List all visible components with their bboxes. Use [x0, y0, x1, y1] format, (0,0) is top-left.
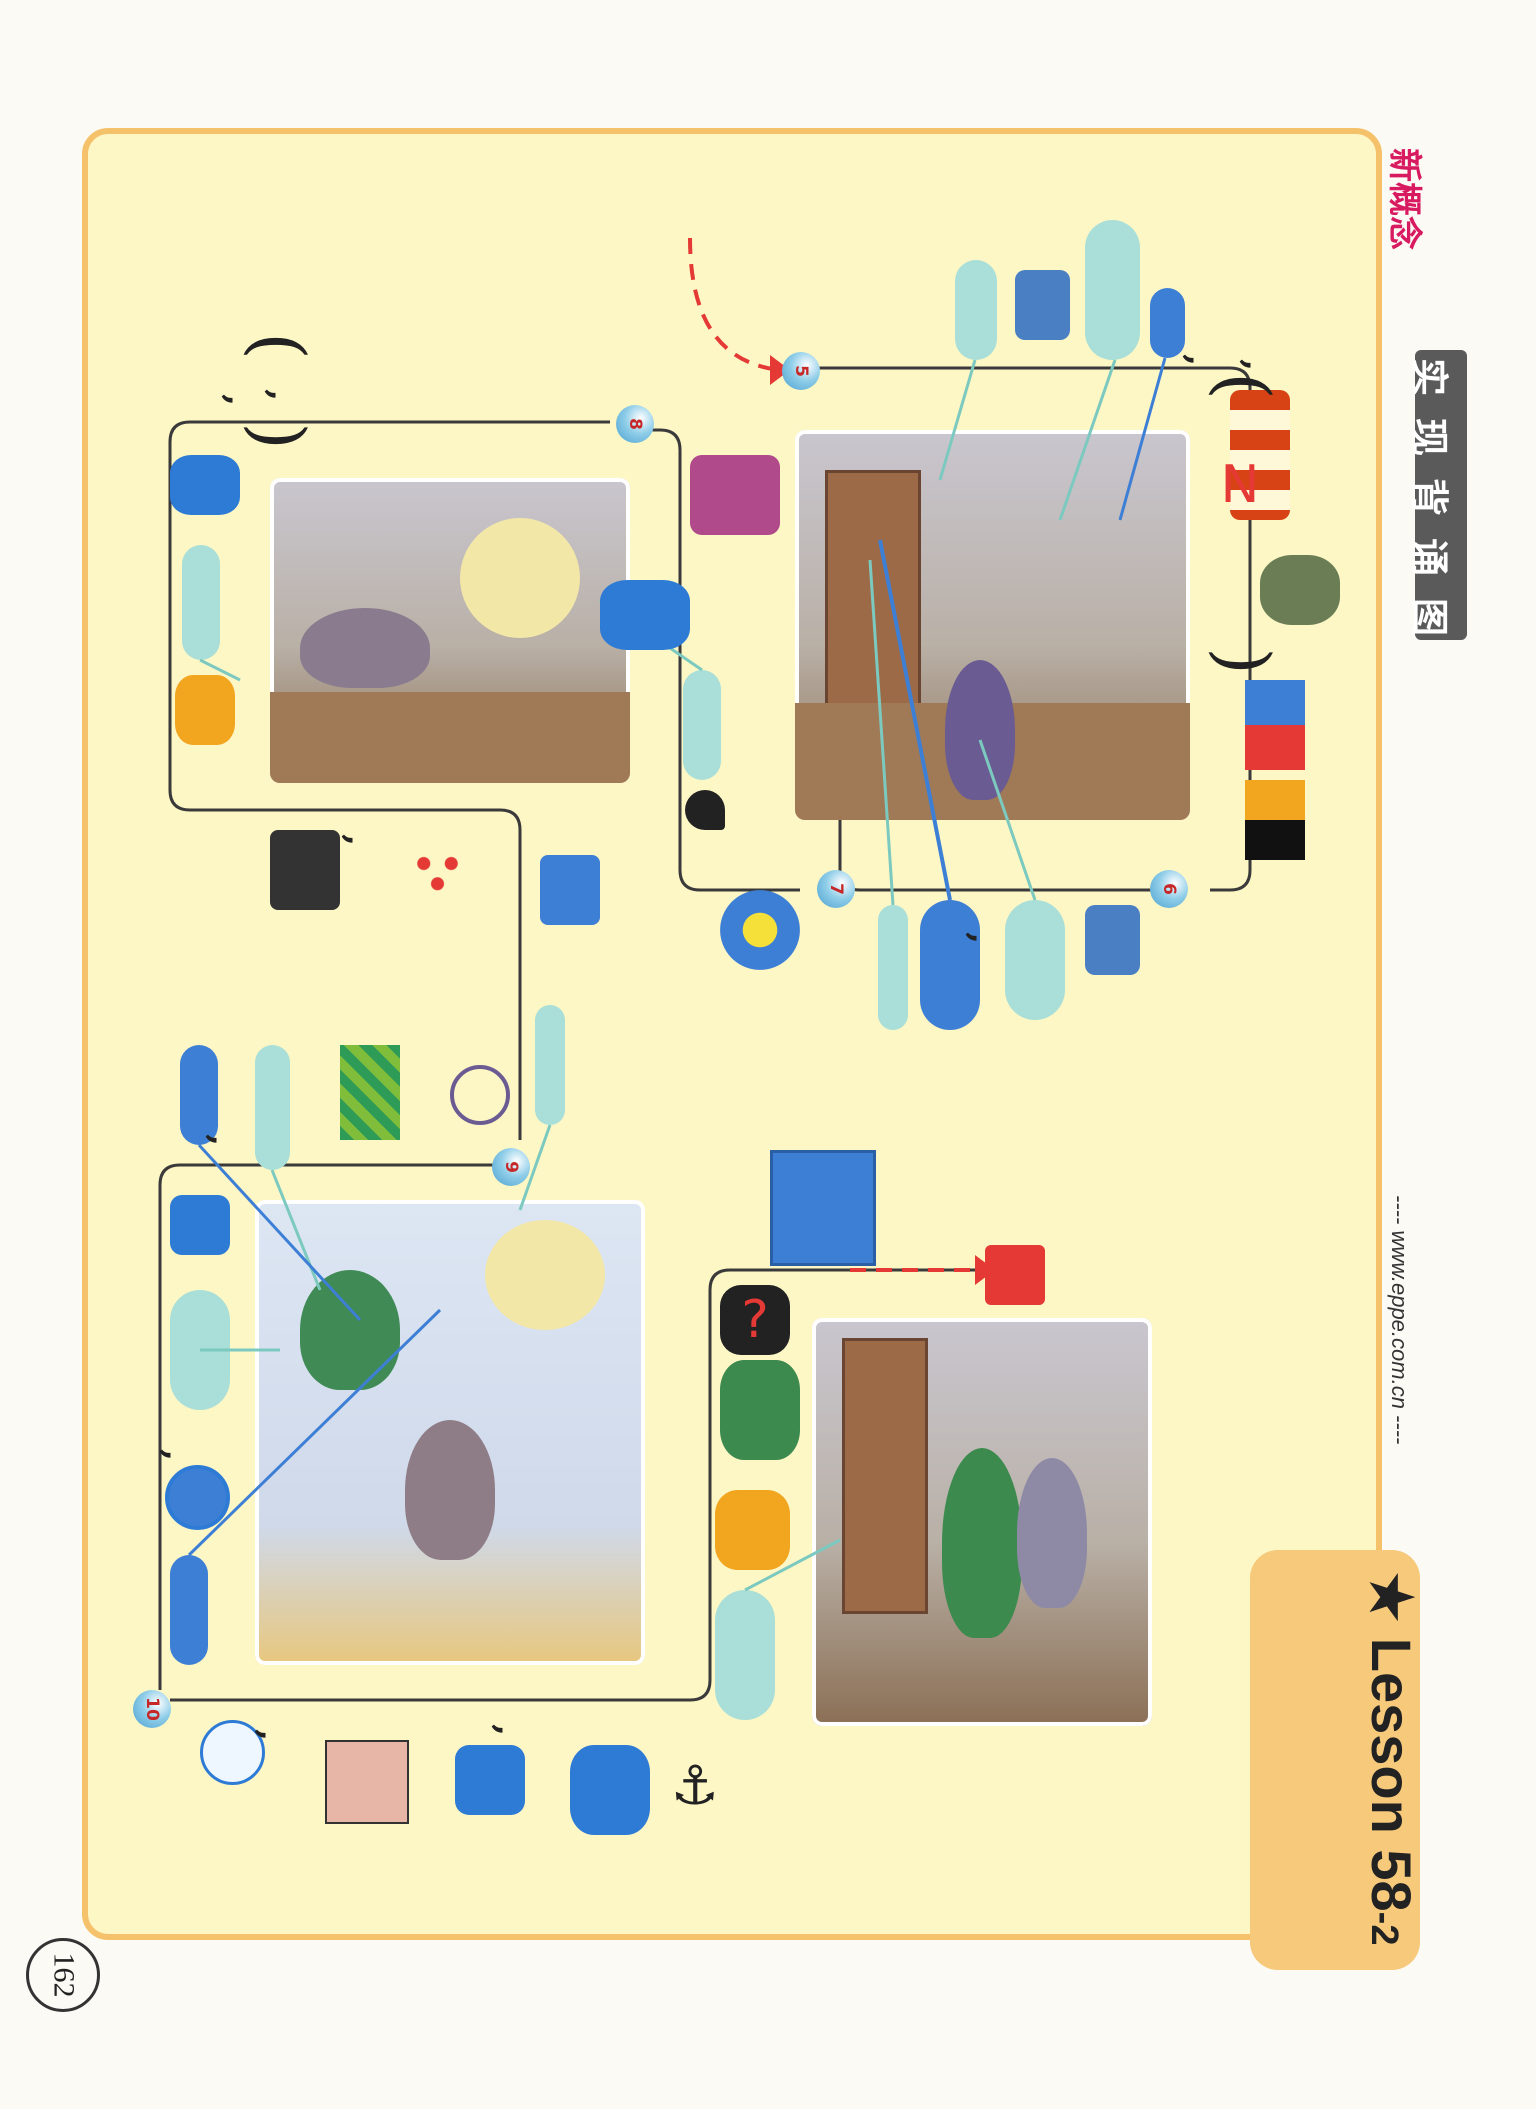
cash-register-icon: [540, 855, 600, 925]
route-5-6: [800, 366, 1252, 892]
route-10-next: [170, 1268, 1000, 1702]
man-figure: [300, 1270, 400, 1390]
entry-arrow-head: [770, 355, 790, 385]
clock-icon: [450, 1065, 510, 1125]
woman-figure: [945, 660, 1015, 800]
comma: ,: [201, 1134, 242, 1146]
blank-pill[interactable]: [715, 1590, 775, 1720]
stripes-icon: [340, 1045, 400, 1140]
walking-man-icon: [875, 290, 925, 350]
scene-photo-2: [270, 478, 630, 783]
question-icon: N: [1220, 455, 1260, 515]
figure-icon: [600, 580, 690, 650]
shopping-icon: [270, 830, 340, 910]
door-frame: [842, 1338, 928, 1614]
hand-pointing-icon: [685, 790, 725, 830]
connector-line: [199, 658, 241, 682]
woman-sitting-icon: [720, 1360, 800, 1460]
connector-line: [938, 359, 977, 481]
page-number: 162: [26, 1938, 100, 2012]
figure-icon: [715, 1490, 790, 1570]
bag-icon: [170, 1195, 230, 1255]
blank-pill-filled[interactable]: [170, 1555, 208, 1665]
clock-icon: [200, 1720, 265, 1785]
figure-icon: [570, 1745, 650, 1835]
connector-line: [878, 539, 952, 901]
scene-photo-1: [795, 430, 1190, 820]
route-8-9: [168, 420, 610, 1140]
question-icon: ?: [720, 1285, 790, 1355]
paren-open: (: [1202, 372, 1285, 400]
blank-pill[interactable]: [878, 905, 908, 1030]
comma: ,: [337, 834, 378, 846]
blank-pill[interactable]: [535, 1005, 565, 1125]
connector-line: [868, 559, 895, 906]
thought-bubble: [460, 518, 580, 638]
blank-pill[interactable]: [1085, 220, 1140, 360]
chair-icon: [690, 455, 780, 535]
connector-line: [978, 739, 1037, 901]
box-up-icon: [770, 1150, 876, 1266]
connector-line: [187, 1308, 442, 1557]
blank-pill-filled[interactable]: [920, 900, 980, 1030]
blank-pill[interactable]: [255, 1045, 290, 1170]
thief-icon: [1260, 555, 1340, 625]
floor: [270, 691, 630, 783]
scene-photo-4: [812, 1318, 1152, 1726]
blank-pill[interactable]: [683, 670, 721, 780]
connector-line: [518, 1124, 552, 1211]
door-icon: [1245, 680, 1305, 770]
comma: ,: [961, 932, 1002, 944]
thought-bubble: [485, 1220, 605, 1330]
paren-close: ): [1202, 647, 1285, 675]
lock-key-icon: [1015, 270, 1070, 340]
woman-figure: [300, 608, 430, 688]
dashed-entry-arrow: [688, 237, 781, 372]
man-figure: [942, 1448, 1022, 1638]
woman-figure: [1017, 1458, 1087, 1608]
woman-sitting-icon: [170, 455, 240, 515]
blank-pill-filled[interactable]: [180, 1045, 218, 1145]
lock-key-icon: [1085, 905, 1140, 975]
clock-icon: [165, 1465, 230, 1530]
anchor-icon: ⚓: [670, 1753, 720, 1817]
route-9-10: [158, 1163, 500, 1690]
book-icon: [985, 1245, 1045, 1305]
comma: ,: [260, 389, 301, 401]
woman-figure: [405, 1420, 495, 1560]
comma: ,: [155, 1449, 196, 1461]
man-angry-icon: [325, 1740, 409, 1824]
bag-icon: [455, 1745, 525, 1815]
blank-pill[interactable]: [182, 545, 220, 660]
blank-pill-filled[interactable]: [1150, 288, 1185, 358]
subtitle-box: [1415, 350, 1467, 640]
comma: ,: [1235, 359, 1276, 371]
door-icon: [1245, 780, 1305, 860]
connector-line: [1058, 359, 1117, 521]
route-7-8: [640, 428, 800, 892]
blank-pill[interactable]: [1005, 900, 1065, 1020]
paren-open: (: [237, 332, 320, 360]
blank-pill[interactable]: [955, 260, 997, 360]
lesson-tab: [1250, 1550, 1420, 1970]
connector-line: [1118, 357, 1167, 521]
figure-icon: [175, 675, 235, 745]
people-icon: [1230, 390, 1290, 520]
dots-icon: [410, 850, 465, 895]
comma: ,: [217, 394, 258, 406]
box-burst-icon: [720, 890, 800, 970]
connector-line: [197, 1143, 362, 1322]
connector-line: [744, 1538, 841, 1592]
comma: ,: [1178, 354, 1219, 366]
comma: ,: [487, 1724, 528, 1736]
comma: ,: [250, 1729, 291, 1741]
paren-close: ): [237, 422, 320, 450]
